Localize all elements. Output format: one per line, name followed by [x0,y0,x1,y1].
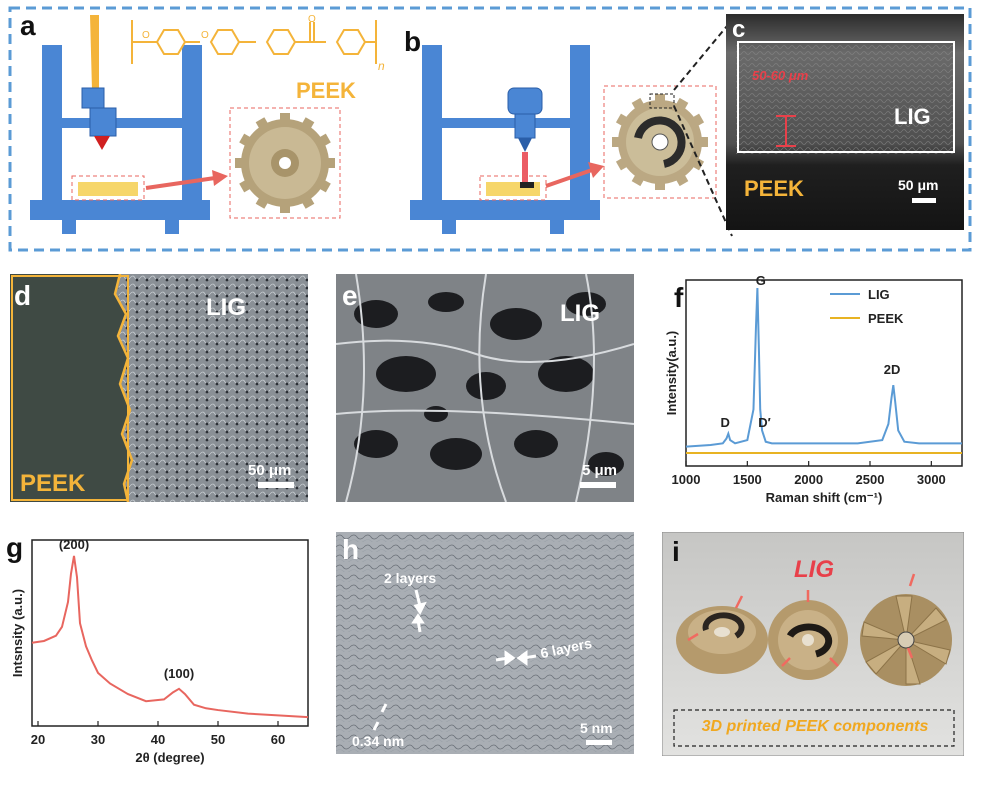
panel-d-sem [10,274,308,502]
svg-text:O: O [201,30,209,41]
x-axis-label: 2θ (degree) [135,750,204,765]
series-line-lig [685,288,962,448]
peak-label: D [721,415,730,430]
repeat-n: n [378,59,385,73]
label-b: b [404,26,422,57]
x-tick-label: 3000 [917,472,946,487]
peak-label: (100) [164,666,194,681]
label-g: g [6,532,24,563]
e-scale-label: 5 μm [582,462,618,479]
e-lig-label: LIG [560,300,600,327]
d-peek-label: PEEK [20,470,86,497]
c-thickness: 50-60 μm [752,68,809,83]
label-d: d [14,280,32,311]
panel-a-printer [30,15,341,234]
x-tick-label: 40 [151,732,165,747]
h-2layers-label: 2 layers [384,570,437,586]
legend-label: LIG [868,287,890,302]
c-lig-label: LIG [894,104,931,129]
peek-title: PEEK [296,78,356,103]
peek-formula: O O O n [131,14,385,73]
c-scale-label: 50 μm [898,177,939,193]
label-e: e [342,280,358,311]
x-tick-label: 50 [211,732,225,747]
d-lig-label: LIG [206,294,246,321]
panel-b-laser [410,45,717,234]
x-tick-label: 60 [271,732,285,747]
y-axis-label: Intensity(a.u.) [664,331,679,416]
peak-label: (200) [59,537,89,552]
label-c: c [732,16,746,43]
legend-label: PEEK [868,311,904,326]
x-tick-label: 1500 [733,472,762,487]
h-spacing-label: 0.34 nm [352,733,405,749]
panel-e-sem [336,274,634,502]
x-tick-label: 20 [31,732,45,747]
label-a: a [20,10,36,41]
label-h: h [342,534,360,565]
i-lig-title: LIG [794,556,834,583]
panel-h-tem [336,532,634,754]
schematic-frame [8,6,972,252]
x-tick-label: 2000 [794,472,823,487]
peak-label: D′ [758,415,771,430]
x-axis-label: Raman shift (cm⁻¹) [766,490,883,505]
i-caption: 3D printed PEEK components [701,718,929,735]
series-line [31,555,309,719]
xrd-chart: 20 30 40 50 60 2θ (degree) Intsnsity (a.u.) (20… [10,537,309,765]
label-i: i [672,536,680,567]
x-tick-label: 1000 [672,472,701,487]
peak-label: 2D [884,362,901,377]
panel-c-sem [726,14,964,230]
y-axis-label: Intsnsity (a.u.) [10,589,25,677]
panel-i-photo [662,532,964,756]
svg-text:O: O [142,30,150,41]
peak-label: G [756,273,766,288]
label-f: f [674,282,684,313]
h-scale-label: 5 nm [580,720,613,736]
plot-frame [685,279,963,467]
zoom-lines [673,19,733,237]
x-tick-label: 30 [91,732,105,747]
d-scale-label: 50 μm [248,462,292,479]
x-tick-label: 2500 [856,472,885,487]
carbonyl-o: O [308,14,316,25]
plot-frame [31,539,309,727]
c-peek-label: PEEK [744,176,804,201]
